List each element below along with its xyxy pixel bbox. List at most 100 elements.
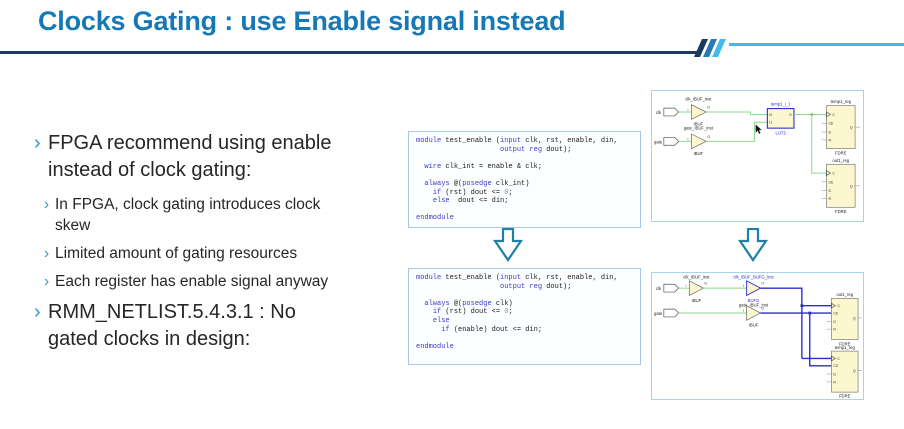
pin-r: R xyxy=(828,138,831,142)
clock-pin-marker xyxy=(826,111,832,118)
pin-d: D xyxy=(833,320,836,324)
wire-gated-clock-branch xyxy=(811,114,827,174)
ibuf-clk-type: IBUF xyxy=(694,122,704,127)
pin-i: I xyxy=(687,137,688,141)
input-port-gate xyxy=(663,308,680,318)
clock-pin-marker xyxy=(831,355,836,362)
pin-c: C xyxy=(837,357,840,361)
ibuf-clk-type: IBUF xyxy=(692,298,702,303)
wire-junction xyxy=(810,113,813,116)
pin-o: O xyxy=(789,113,792,117)
pin-i: I xyxy=(687,108,688,112)
bullet-marker: › xyxy=(44,273,50,290)
pin-ce: CE xyxy=(828,122,834,126)
clock-pin-marker xyxy=(826,170,832,177)
pin-r: R xyxy=(833,328,836,332)
bullet-text-rmm-netlist: RMM_NETLIST.5.4.3.1 : No gated clocks in… xyxy=(48,301,296,350)
register-name: temp1_reg xyxy=(831,99,852,104)
input-port-clk xyxy=(663,283,680,293)
cursor-icon xyxy=(755,123,763,135)
ibuf-gate-type: IBUF xyxy=(694,151,704,156)
schematic-enable-svg: clk clk_IBUF_inst I O IBUF clk_IBUF_BUFG… xyxy=(654,275,862,399)
down-arrow-icon xyxy=(492,228,524,262)
pin-ce: CE xyxy=(833,312,839,316)
wire-enable-branch xyxy=(809,313,832,367)
sub-bullet-resources: › Limited amount of gating resources xyxy=(44,243,370,264)
down-arrow-icon xyxy=(737,228,769,262)
bufg-buffer xyxy=(746,280,762,297)
register-temp1 xyxy=(831,350,859,393)
wire xyxy=(706,121,768,142)
ibuf-gate-type: IBUF xyxy=(749,323,759,328)
wire-junction xyxy=(800,304,804,308)
sub-bullet-text-skew: In FPGA, clock gating introduces clock s… xyxy=(55,196,321,234)
port-label-clk: clk xyxy=(656,286,662,291)
lut2-cell xyxy=(766,108,795,129)
pin-i0: I0 xyxy=(769,113,772,117)
ibuf-gate-name: gate_IBUF_inst xyxy=(684,126,714,131)
register-name: out1_reg xyxy=(832,158,849,163)
bullet-marker: › xyxy=(34,301,41,323)
bullet-list: › FPGA recommend using enable instead of… xyxy=(34,130,370,363)
wire-junction xyxy=(808,311,812,315)
schematic-gated-clock-svg: clk clk_IBUF_inst I O IBUF gate gate_IBU… xyxy=(654,96,861,214)
clock-pin-marker xyxy=(831,302,836,309)
pin-i: I xyxy=(686,284,687,288)
register-type: FDRE xyxy=(835,151,847,156)
pin-r: R xyxy=(828,197,831,201)
port-label-gate: gate xyxy=(654,311,663,316)
bullet-text-fpga: FPGA recommend using enable instead of c… xyxy=(48,132,332,181)
pin-c: C xyxy=(832,172,835,176)
pin-i1: I1 xyxy=(769,121,772,125)
register-name: temp1_reg xyxy=(835,345,856,350)
pin-o: O xyxy=(761,282,764,286)
wire xyxy=(706,111,768,115)
code-block-enable: module test_enable (input clk, rst, enab… xyxy=(408,268,641,365)
register-type: FDRE xyxy=(839,342,851,347)
code-block-clock-gating: module test_enable (input clk, rst, enab… xyxy=(408,131,641,228)
register-type: FDRE xyxy=(835,209,847,214)
pin-o: O xyxy=(761,307,764,311)
ibuf-clk-name: clk_IBUF_inst xyxy=(685,96,712,101)
register-temp1 xyxy=(826,105,856,150)
bufg-name: clk_IBUF_BUFG_inst xyxy=(733,275,774,280)
pin-q: Q xyxy=(850,126,853,130)
lut-type: LUT2 xyxy=(775,131,786,136)
port-label-clk: clk xyxy=(656,110,662,115)
pin-ce: CE xyxy=(833,364,839,368)
sub-bullet-enable: › Each register has enable signal anyway xyxy=(44,271,370,292)
pin-q: Q xyxy=(853,369,856,373)
slash-icon xyxy=(694,39,726,57)
schematic-enable: clk clk_IBUF_inst I O IBUF clk_IBUF_BUFG… xyxy=(651,272,864,400)
ibuf-gate-buffer xyxy=(691,133,707,150)
pin-r: R xyxy=(833,380,836,384)
register-out1 xyxy=(826,163,856,208)
pin-o: O xyxy=(704,282,707,286)
input-port-gate xyxy=(663,137,680,146)
bufg-type: BUFG xyxy=(748,298,760,303)
title-rule-dark xyxy=(0,51,699,54)
title-rule-light xyxy=(729,43,904,46)
bullet-marker: › xyxy=(44,196,50,213)
schematic-gated-clock: clk clk_IBUF_inst I O IBUF gate gate_IBU… xyxy=(651,90,864,222)
pin-q: Q xyxy=(850,184,853,188)
register-type: FDRE xyxy=(839,394,851,398)
pin-ce: CE xyxy=(828,180,834,184)
port-label-gate: gate xyxy=(654,139,663,144)
bullet-item-rmm-netlist: › RMM_NETLIST.5.4.3.1 : No gated clocks … xyxy=(34,299,370,353)
input-port-clk xyxy=(663,107,680,117)
pin-c: C xyxy=(832,113,835,117)
sub-bullet-skew: › In FPGA, clock gating introduces clock… xyxy=(44,194,370,236)
bullet-marker: › xyxy=(34,132,41,154)
pin-d: D xyxy=(833,373,836,377)
ibuf-gate-name: gate_IBUF_inst xyxy=(739,303,769,308)
ibuf-clk-name: clk_IBUF_inst xyxy=(683,275,710,280)
wire-clock-net xyxy=(760,287,803,359)
ibuf-clk-buffer xyxy=(691,104,707,120)
pin-d: D xyxy=(828,131,831,135)
pin-c: C xyxy=(837,304,840,308)
pin-i: I xyxy=(743,284,744,288)
pin-o: O xyxy=(707,106,710,110)
pin-d: D xyxy=(828,189,831,193)
register-out1 xyxy=(831,298,859,340)
